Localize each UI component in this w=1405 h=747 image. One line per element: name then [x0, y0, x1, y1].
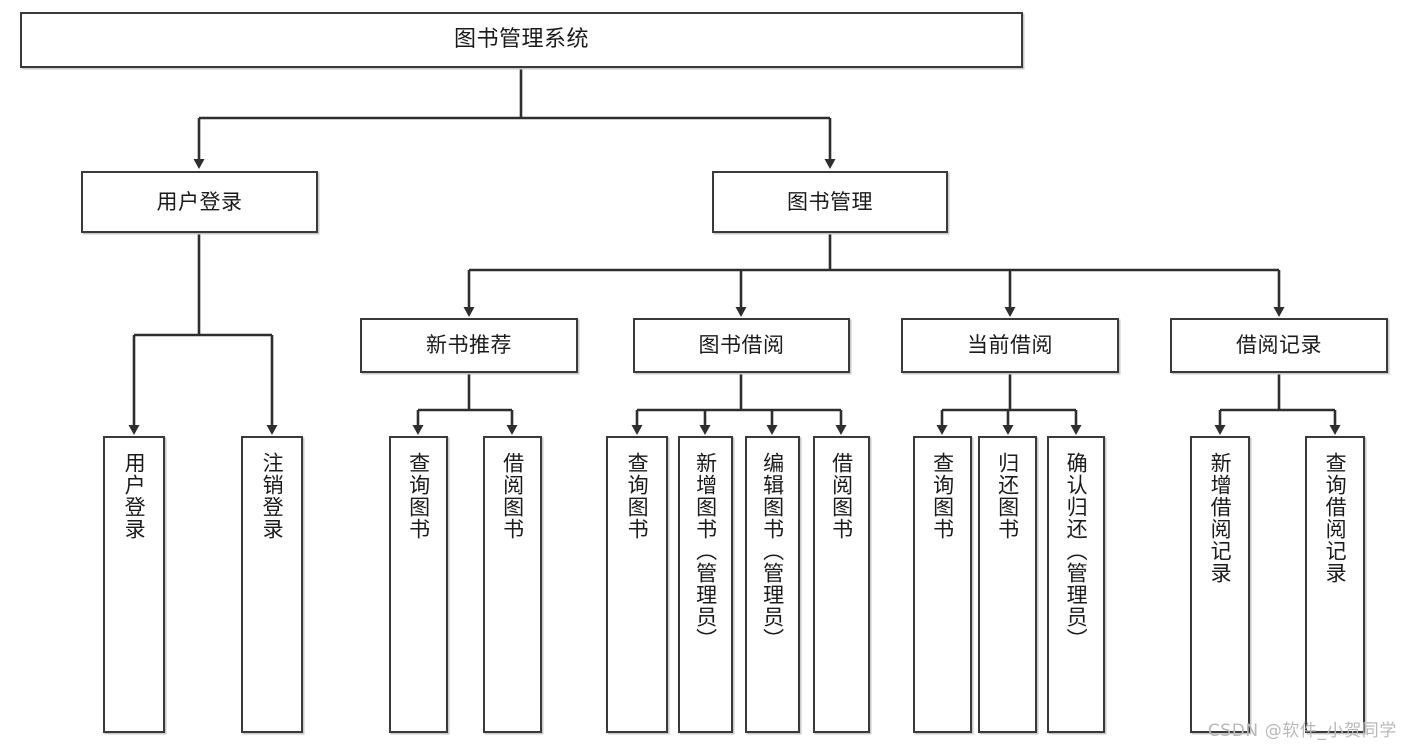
- node-leaf[interactable]: 确认归还（管理员）: [1047, 436, 1105, 733]
- node-level3[interactable]: 新书推荐: [360, 318, 578, 373]
- node-leaf[interactable]: 查询图书: [389, 436, 448, 733]
- node-level3-label: 新书推荐: [426, 333, 512, 358]
- node-leaf-label: 新增借阅记录: [1208, 452, 1233, 584]
- node-level3[interactable]: 图书借阅: [633, 318, 850, 373]
- node-leaf-label: 确认归还（管理员）: [1064, 452, 1089, 650]
- node-leaf[interactable]: 编辑图书（管理员）: [745, 436, 800, 733]
- node-level2[interactable]: 用户登录: [81, 171, 318, 233]
- node-level2-label: 用户登录: [156, 189, 243, 214]
- node-leaf-label: 新增图书（管理员）: [693, 452, 718, 650]
- node-leaf-label: 注销登录: [260, 452, 285, 540]
- node-leaf[interactable]: 查询图书: [913, 436, 972, 733]
- node-level3-label: 借阅记录: [1236, 333, 1322, 358]
- node-leaf[interactable]: 新增借阅记录: [1190, 436, 1250, 733]
- node-leaf-label: 用户登录: [122, 452, 147, 540]
- node-leaf-label: 查询图书: [625, 452, 650, 540]
- node-leaf-label: 查询借阅记录: [1323, 452, 1348, 584]
- node-leaf-label: 编辑图书（管理员）: [760, 452, 785, 650]
- node-level3[interactable]: 借阅记录: [1170, 318, 1388, 373]
- node-level2-label: 图书管理: [787, 189, 873, 214]
- node-leaf[interactable]: 新增图书（管理员）: [678, 436, 733, 733]
- node-level3-label: 当前借阅: [967, 333, 1053, 358]
- node-leaf-label: 查询图书: [930, 452, 955, 540]
- node-level3-label: 图书借阅: [698, 333, 785, 358]
- node-level2[interactable]: 图书管理: [712, 171, 948, 233]
- node-leaf-label: 归还图书: [995, 452, 1020, 540]
- node-leaf-label: 借阅图书: [829, 452, 854, 540]
- node-leaf[interactable]: 注销登录: [241, 436, 303, 733]
- node-root[interactable]: 图书管理系统: [20, 12, 1023, 68]
- node-leaf-label: 查询图书: [406, 452, 431, 540]
- node-root-label: 图书管理系统: [453, 27, 589, 53]
- node-level3[interactable]: 当前借阅: [901, 318, 1119, 373]
- node-leaf[interactable]: 借阅图书: [813, 436, 870, 733]
- node-leaf-label: 借阅图书: [500, 452, 525, 540]
- node-leaf[interactable]: 查询借阅记录: [1305, 436, 1365, 733]
- node-leaf[interactable]: 归还图书: [978, 436, 1037, 733]
- node-leaf[interactable]: 查询图书: [606, 436, 668, 733]
- node-leaf[interactable]: 用户登录: [103, 436, 165, 733]
- node-leaf[interactable]: 借阅图书: [483, 436, 542, 733]
- watermark: CSDN @软件_小贺同学: [1207, 721, 1397, 741]
